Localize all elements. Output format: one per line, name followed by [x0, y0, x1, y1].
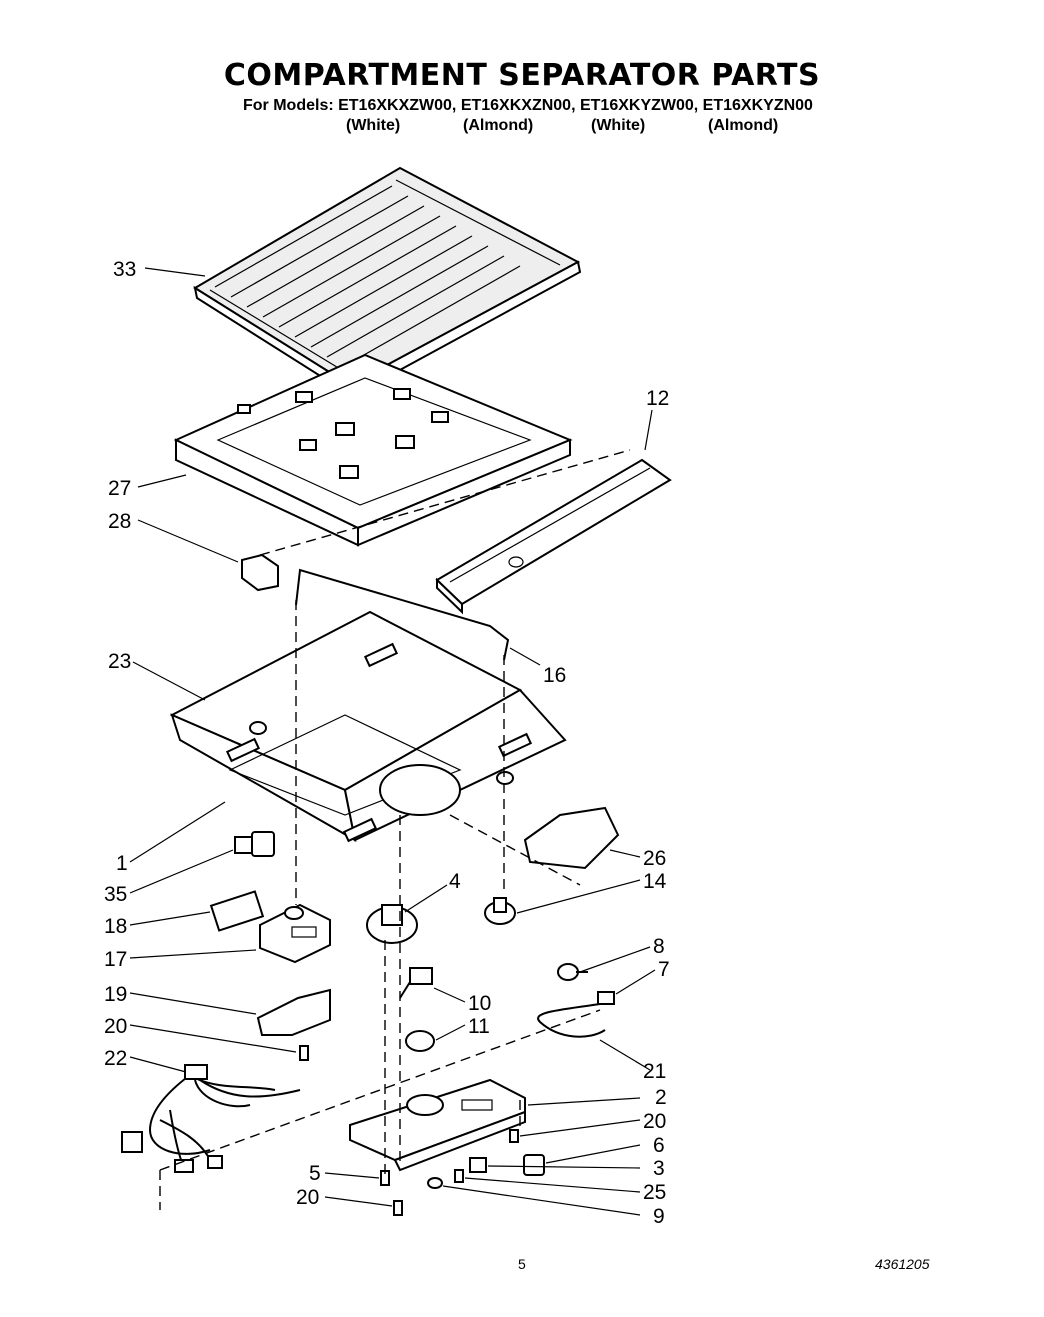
part-11 — [405, 1030, 435, 1052]
callout-14: 14 — [643, 870, 667, 893]
part-12-rail — [435, 458, 672, 615]
callout-5: 5 — [309, 1162, 321, 1185]
callout-35: 35 — [104, 883, 127, 906]
callout-8: 8 — [653, 935, 665, 958]
part-21-wire — [537, 1003, 606, 1038]
model-color-2: (Almond) — [463, 117, 534, 134]
part-8-bulb — [557, 963, 588, 981]
part-2-housing — [349, 1078, 526, 1172]
callout-28: 28 — [108, 510, 131, 533]
callout-2: 2 — [655, 1086, 667, 1109]
part-23-cover — [169, 610, 567, 843]
callout-6: 6 — [653, 1134, 665, 1157]
part-17 — [259, 903, 331, 964]
part-35 — [234, 831, 275, 857]
part-7-socket — [597, 991, 615, 1005]
part-19 — [256, 988, 331, 1036]
callout-11: 11 — [468, 1015, 490, 1038]
part-6 — [523, 1154, 545, 1176]
callout-23: 23 — [108, 650, 131, 673]
part-18 — [209, 890, 265, 932]
page-title: COMPARTMENT SEPARATOR PARTS — [223, 58, 821, 93]
callout-18: 18 — [104, 915, 127, 938]
models-line: For Models: ET16XKXZW00, ET16XKXZN00, ET… — [243, 97, 813, 114]
document-number: 4361205 — [875, 1256, 930, 1272]
callout-1: 1 — [116, 852, 128, 875]
callout-10: 10 — [468, 992, 491, 1015]
part-33-grille — [193, 166, 582, 399]
callout-25: 25 — [643, 1181, 666, 1204]
callout-labels: 33 27 28 12 23 16 1 35 18 17 19 20 22 4 … — [104, 258, 670, 1228]
callout-7: 7 — [658, 958, 670, 981]
part-16-wire — [295, 568, 510, 661]
callout-22: 22 — [104, 1047, 127, 1070]
callout-12: 12 — [646, 387, 669, 410]
part-3 — [469, 1157, 487, 1173]
model-color-1: (White) — [346, 117, 401, 134]
leader-lines — [129, 267, 656, 1216]
callout-20-a: 20 — [104, 1015, 127, 1038]
callout-33: 33 — [113, 258, 136, 281]
part-26 — [523, 806, 620, 870]
callout-21: 21 — [643, 1060, 666, 1083]
callout-26: 26 — [643, 847, 666, 870]
callout-16: 16 — [543, 664, 566, 687]
callout-20-c: 20 — [296, 1186, 319, 1209]
callout-17: 17 — [104, 948, 127, 971]
callout-4: 4 — [449, 870, 461, 893]
page-number: 5 — [518, 1256, 526, 1272]
callout-19: 19 — [104, 983, 127, 1006]
part-14 — [484, 897, 516, 925]
part-4 — [366, 904, 418, 944]
callout-9: 9 — [653, 1205, 665, 1228]
part-10 — [399, 967, 433, 999]
callout-27: 27 — [108, 477, 131, 500]
screws — [299, 1045, 519, 1216]
part-28 — [241, 553, 279, 592]
model-color-3: (White) — [591, 117, 646, 134]
callout-20-b: 20 — [643, 1110, 666, 1133]
part-27-frame — [173, 353, 573, 547]
model-color-4: (Almond) — [708, 117, 779, 134]
part-22-harness — [121, 1064, 301, 1173]
alignment-lines — [159, 449, 631, 1210]
callout-3: 3 — [653, 1157, 665, 1180]
